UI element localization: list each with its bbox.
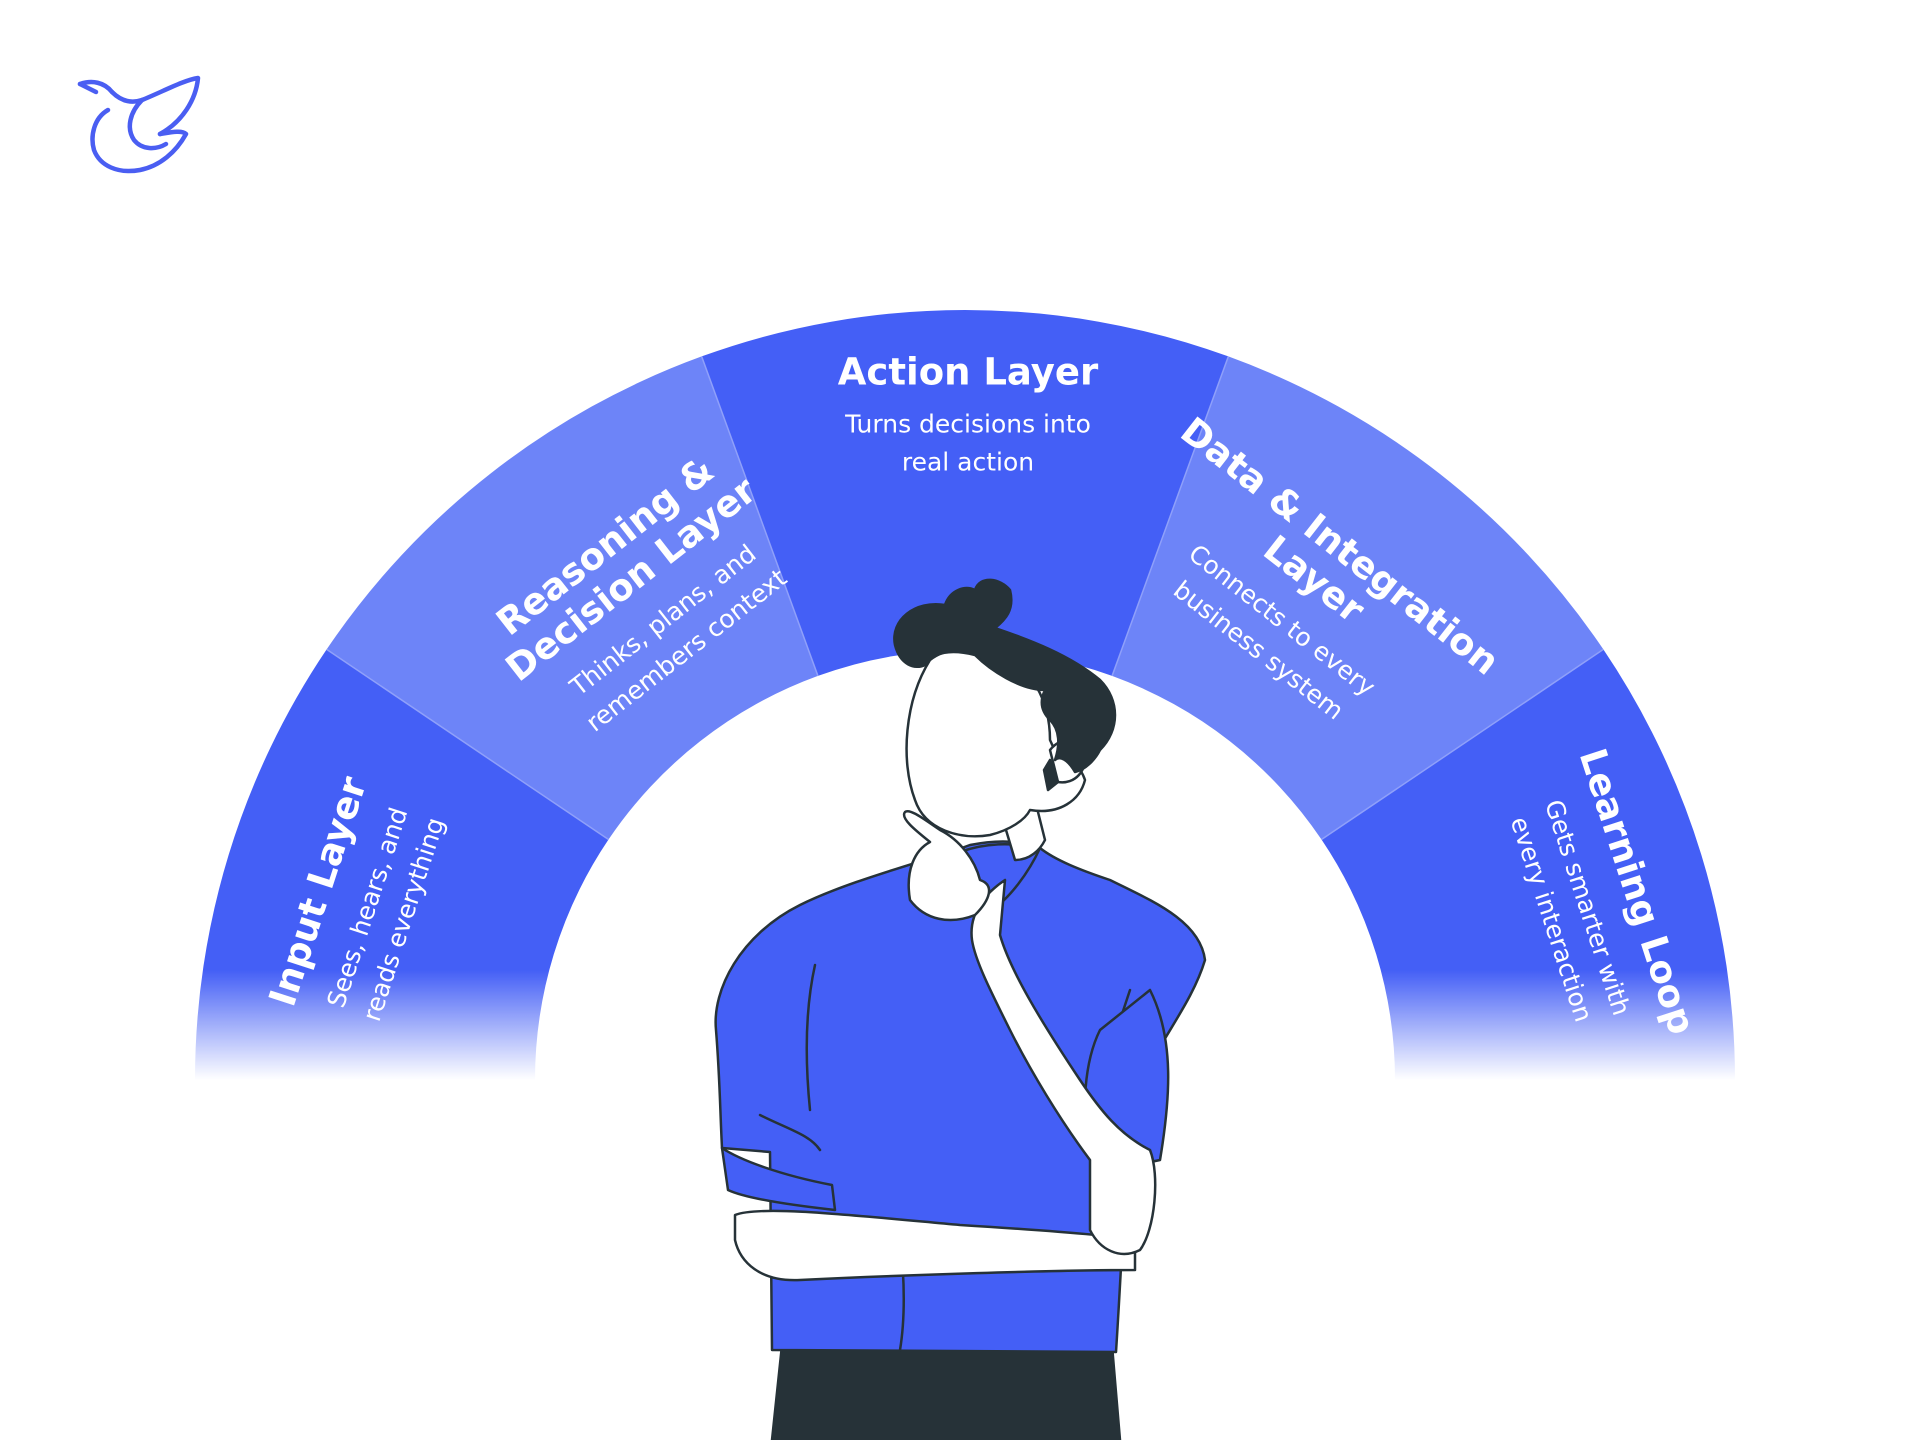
dove-logo-icon [77,75,201,174]
sideburn-shape [1042,758,1060,792]
segment-separator [1321,648,1604,841]
segment-separator [1111,356,1230,677]
layer-title: Action Layer [838,351,1099,394]
sleeve-cuff-shape [720,1146,837,1212]
layer-description: real action [902,448,1034,477]
layer-segment-3 [701,310,1229,676]
pants-shape [770,1343,1122,1440]
segment-separator [326,648,609,841]
segment-separator [700,356,819,677]
layer-segment-4 [1112,356,1604,840]
hair-shape [893,578,1117,774]
layer-description: Turns decisions into [844,410,1091,439]
segment-separators [326,356,1604,841]
thinking-hand-shape [902,809,991,922]
left-forearm-shape [733,1209,1137,1282]
thinking-person-illustration [714,578,1207,1440]
layer-segment-2 [326,356,818,840]
right-forearm-shape [970,878,1157,1256]
